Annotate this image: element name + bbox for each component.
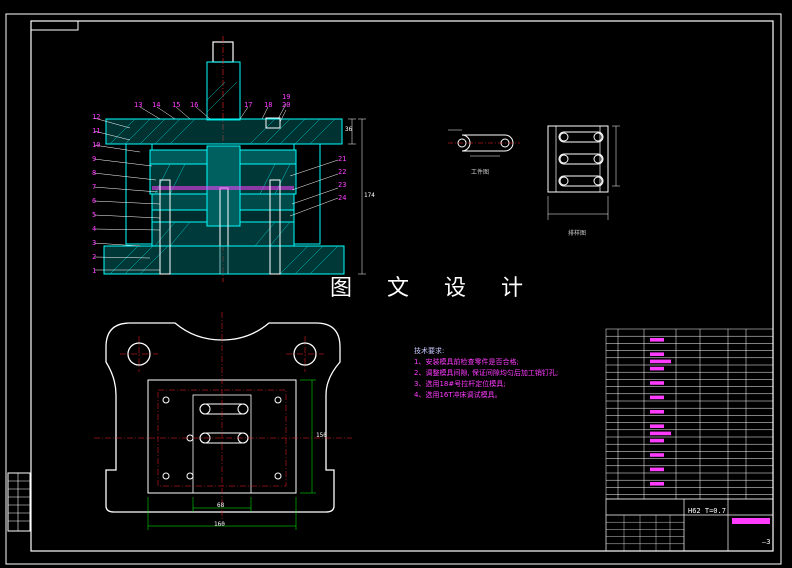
front-section-view <box>93 36 366 282</box>
title-block-page: —3 <box>762 538 771 546</box>
tech-note-3: 3、选用18#号拉杆定位模具; <box>414 380 506 388</box>
tech-note-1: 1、安装模具前检查零件是否合格; <box>414 358 519 366</box>
part-number-label: 16 <box>190 101 199 109</box>
title-block <box>605 498 774 552</box>
bom-cell-fill <box>650 381 664 385</box>
layout-label: 排样图 <box>568 230 587 237</box>
part-number-label: 8 <box>92 169 97 177</box>
side-strip-lines <box>8 473 30 531</box>
workpiece-label: 工件图 <box>471 169 490 176</box>
part-number-label: 19 <box>282 93 291 101</box>
part-number-label: 5 <box>92 211 97 219</box>
bom-cell-fill <box>650 352 664 356</box>
part-number-label: 4 <box>92 225 97 233</box>
outer-frame <box>5 13 782 565</box>
tech-note-4: 4、选用16T冲床调试模具。 <box>414 391 502 399</box>
layout-view <box>547 125 620 220</box>
tech-notes-title: 技术要求: <box>414 347 445 355</box>
bom-cell-fill <box>650 482 664 486</box>
bom-cell-fill <box>650 338 664 342</box>
dim-width-bottom: 160 <box>214 521 225 528</box>
inner-frame <box>30 20 774 552</box>
plan-view <box>94 312 352 530</box>
bom-cell-fill <box>650 467 664 472</box>
part-number-label: 21 <box>338 155 347 163</box>
bom-cell-fill <box>650 453 664 457</box>
side-strip <box>7 472 31 532</box>
part-number-label: 7 <box>92 183 97 191</box>
part-number-label: 1 <box>92 267 97 275</box>
title-block-material: H62 T=0.7 <box>688 507 726 515</box>
part-number-label: 3 <box>92 239 97 247</box>
part-number-label: 17 <box>244 101 253 109</box>
bom-cell-fill <box>650 410 664 414</box>
bom-cell-fill <box>650 366 664 371</box>
dim-height-total: 174 <box>364 192 375 199</box>
part-number-label: 22 <box>338 168 347 176</box>
bom-cell-fill <box>650 438 664 443</box>
tech-note-2: 2、调整模具间隙, 保证间隙均匀后加工销钉孔; <box>414 369 559 377</box>
dim-width-inner: 68 <box>217 502 225 509</box>
bom-cell-fill <box>650 359 671 364</box>
workpiece-view <box>448 129 520 157</box>
tag-box <box>30 21 79 31</box>
bom-cell-fill <box>650 395 664 400</box>
part-number-label: 11 <box>92 127 101 135</box>
part-number-label: 2 <box>92 253 97 261</box>
part-number-label: 24 <box>338 194 347 202</box>
part-number-label: 10 <box>92 141 101 149</box>
part-number-label: 23 <box>338 181 347 189</box>
part-number-label: 14 <box>152 101 161 109</box>
dim-side-height: 150 <box>316 432 327 439</box>
bom-cell-fill <box>650 424 664 428</box>
bom-cell-fill <box>650 431 671 436</box>
tech-notes: 技术要求: 1、安装模具前检查零件是否合格; 2、调整模具间隙, 保证间隙均匀后… <box>414 346 558 401</box>
part-number-label: 18 <box>264 101 273 109</box>
part-number-label: 12 <box>92 113 101 121</box>
part-number-label: 6 <box>92 197 97 205</box>
part-number-label: 20 <box>282 101 291 109</box>
dim-height-top: 36 <box>345 126 353 133</box>
part-number-label: 13 <box>134 101 143 109</box>
part-number-label: 15 <box>172 101 181 109</box>
bill-of-materials <box>605 328 774 500</box>
watermark-text: 图 文 设 计 <box>330 276 537 301</box>
part-number-label: 9 <box>92 155 97 163</box>
